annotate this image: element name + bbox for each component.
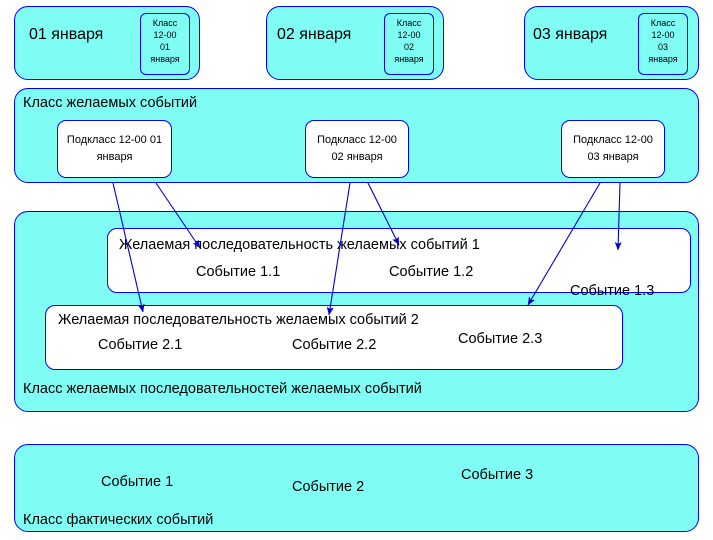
sequence-title: Желаемая последовательность желаемых соб… xyxy=(58,312,419,328)
chip-line: января xyxy=(150,54,180,64)
desired-events-class-container: Класс желаемых событий Подкласс 12-00 01… xyxy=(14,88,699,183)
day-title: 02 января xyxy=(277,26,352,43)
subclass-line: Подкласс 12-00 xyxy=(573,134,653,146)
sequence-box-2: Желаемая последовательность желаемых соб… xyxy=(45,305,623,370)
desired-events-class-title: Класс желаемых событий xyxy=(23,95,198,111)
day-title: 01 января xyxy=(29,26,104,43)
subclass-line: Подкласс 12-00 xyxy=(317,134,397,146)
subclass-chip-3: Подкласс 12-00 03 января xyxy=(561,120,665,178)
day-box-2: 02 января Класс 12-00 02 января xyxy=(266,6,444,80)
day-class-chip: Класс 12-00 02 января xyxy=(384,13,434,75)
day-box-1: 01 января Класс 12-00 01 января xyxy=(14,6,200,80)
sequence-event-label: Событие 2.2 xyxy=(292,337,377,353)
chip-line: 12-00 xyxy=(651,30,675,40)
sequence-event-label: Событие 1.2 xyxy=(389,264,474,280)
chip-line: 02 xyxy=(403,42,414,52)
day-box-3: 03 января Класс 12-00 03 января xyxy=(524,6,699,80)
sequence-event-label: Событие 2.1 xyxy=(98,337,183,353)
subclass-chip-2: Подкласс 12-00 02 января xyxy=(305,120,409,178)
subclass-line: января xyxy=(96,151,133,163)
chip-line: января xyxy=(648,54,678,64)
chip-line: Класс xyxy=(650,18,676,28)
sequence-event-label: Событие 1.3 xyxy=(570,283,655,299)
actual-event-label: Событие 2 xyxy=(292,479,365,495)
actual-events-class-footer: Класс фактических событий xyxy=(23,512,214,528)
subclass-line: Подкласс 12-00 01 xyxy=(66,134,163,146)
actual-events-class-container: Событие 1 Событие 2 Событие 3 Класс факт… xyxy=(14,444,699,532)
subclass-line: 02 января xyxy=(331,151,383,163)
sequence-event-label: Событие 2.3 xyxy=(458,331,543,347)
sequence-title: Желаемая последовательность желаемых соб… xyxy=(119,237,480,253)
desired-sequences-class-footer: Класс желаемых последовательностей желае… xyxy=(23,381,422,397)
day-class-chip: Класс 12-00 03 января xyxy=(638,13,688,75)
chip-line: Класс xyxy=(152,18,178,28)
chip-line: января xyxy=(394,54,424,64)
chip-line: 01 xyxy=(159,42,170,52)
subclass-line: 03 января xyxy=(587,151,639,163)
chip-line: 12-00 xyxy=(153,30,177,40)
day-class-chip: Класс 12-00 01 января xyxy=(140,13,190,75)
day-title: 03 января xyxy=(533,26,608,43)
sequence-box-1: Желаемая последовательность желаемых соб… xyxy=(107,228,691,299)
actual-event-label: Событие 3 xyxy=(461,467,534,483)
chip-line: Класс xyxy=(396,18,422,28)
chip-line: 12-00 xyxy=(397,30,421,40)
desired-sequences-class-container: Желаемая последовательность желаемых соб… xyxy=(14,211,699,412)
actual-event-label: Событие 1 xyxy=(101,474,174,490)
chip-line: 03 xyxy=(657,42,668,52)
sequence-event-label: Событие 1.1 xyxy=(196,264,281,280)
subclass-chip-1: Подкласс 12-00 01 января xyxy=(57,120,172,178)
